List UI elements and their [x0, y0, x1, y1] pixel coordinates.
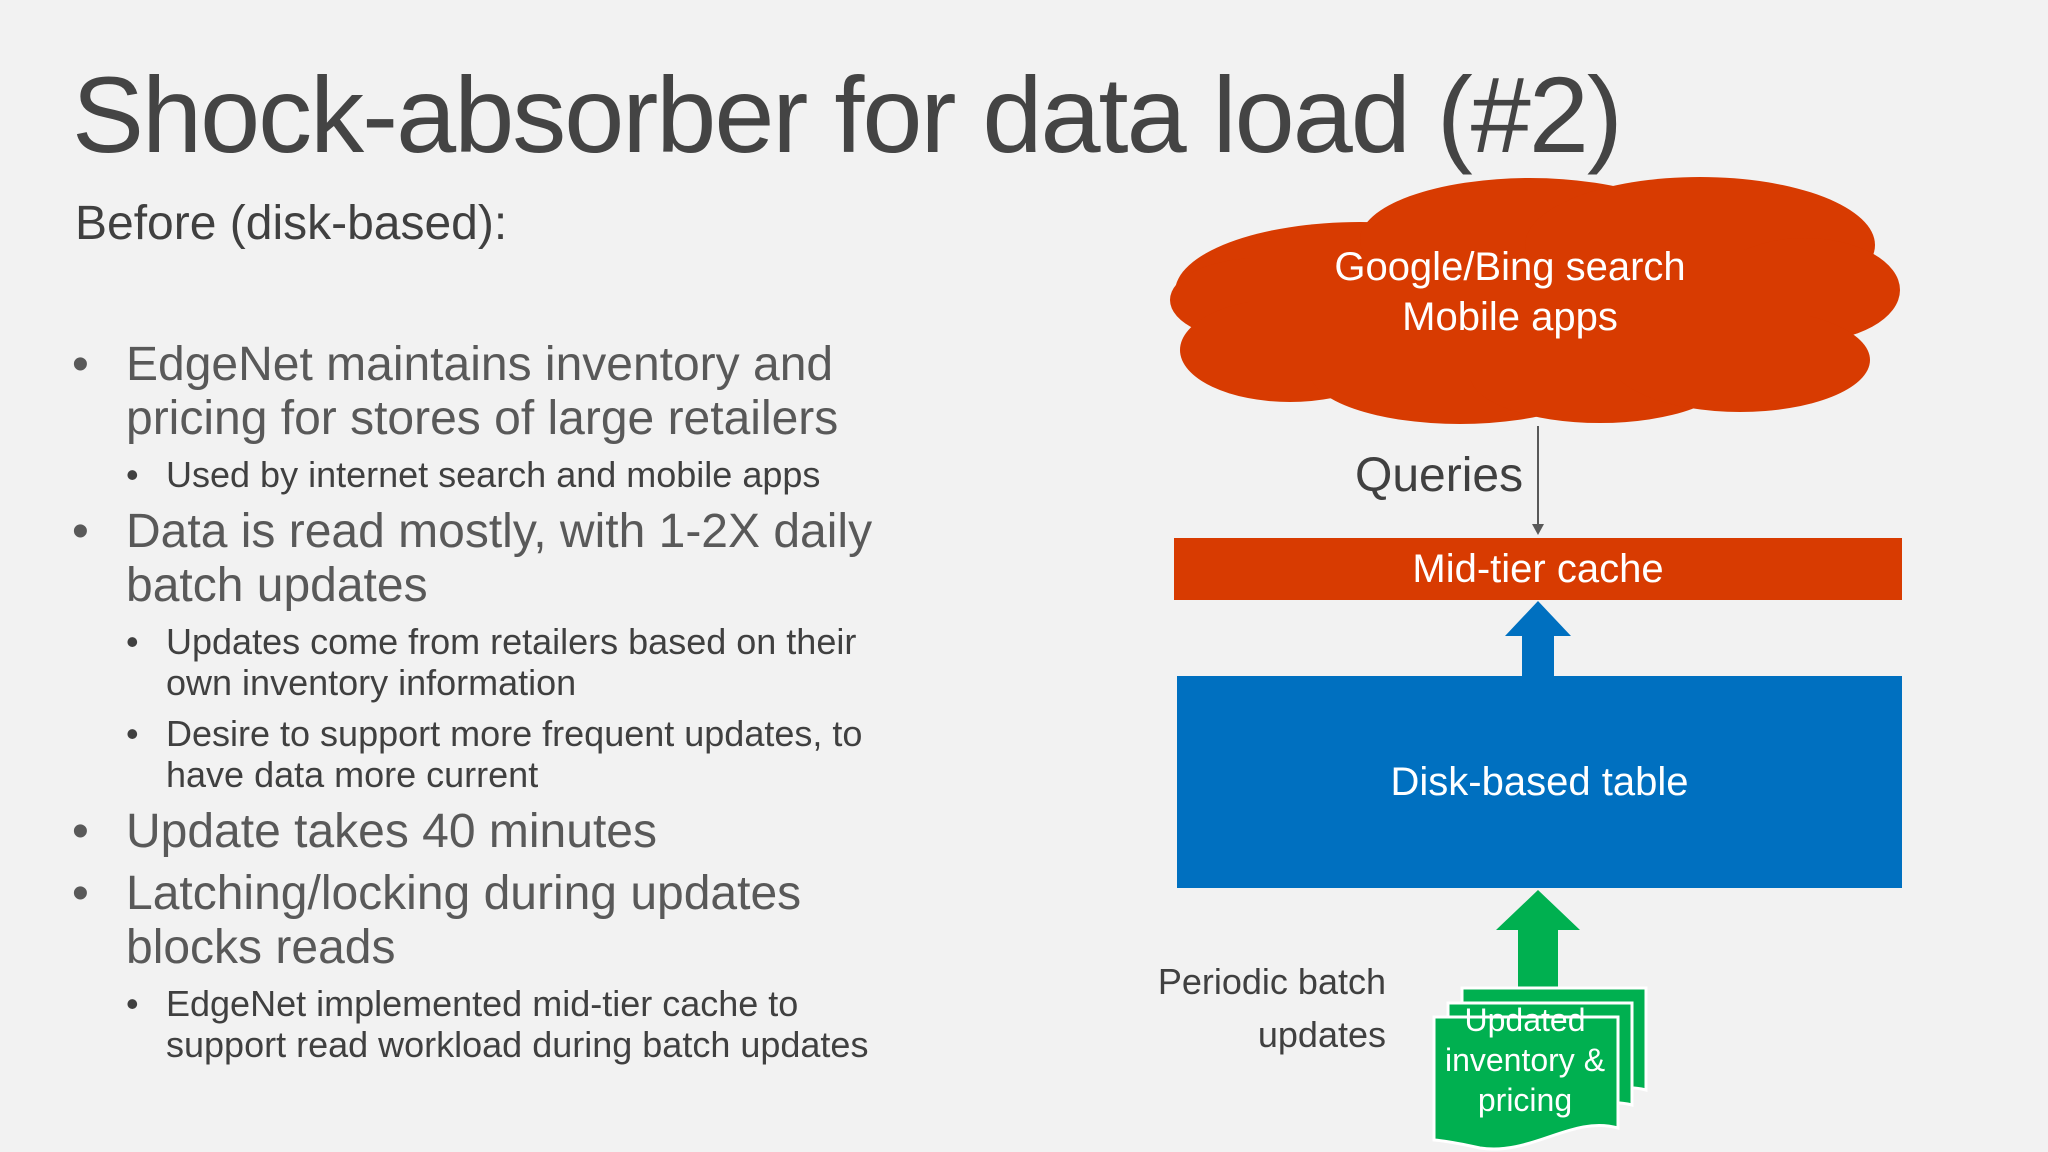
bullet-2-sub-1-text: Updates come from retailers based on the… [166, 621, 857, 703]
documents-label-line-3: pricing [1477, 1082, 1573, 1118]
queries-label: Queries [1355, 449, 1524, 502]
blue-up-arrow-icon [1505, 601, 1571, 676]
bullet-1-sub-1-text: Used by internet search and mobile apps [166, 454, 821, 495]
disk-based-table-box: Disk-based table [1177, 676, 1902, 888]
bullet-2-text: Data is read mostly, with 1-2X daily bat… [126, 505, 873, 612]
bullet-dot: • [126, 713, 139, 754]
cloud-label-line-1: Google/Bing search [1334, 245, 1686, 289]
bullet-2-sub-1: • Updates come from retailers based on t… [60, 621, 920, 703]
slide-title: Shock-absorber for data load (#2) [72, 54, 1623, 175]
disk-based-table-label: Disk-based table [1390, 759, 1689, 804]
bullet-4: • Latching/locking during updates blocks… [60, 867, 920, 975]
bullet-dot: • [72, 805, 89, 858]
query-arrowhead-icon [1532, 524, 1544, 535]
cloud-label-line-2: Mobile apps [1402, 295, 1618, 339]
periodic-batch-line-1: Periodic batch [1157, 961, 1386, 1002]
bullet-4-sub-1: • EdgeNet implemented mid-tier cache to … [60, 983, 920, 1065]
bullet-dot: • [72, 505, 89, 558]
bullet-3-text: Update takes 40 minutes [126, 805, 657, 858]
bullet-4-sub-1-text: EdgeNet implemented mid-tier cache to su… [166, 983, 869, 1065]
bullet-dot: • [72, 338, 89, 391]
subtitle: Before (disk-based): [75, 197, 508, 250]
bullet-4-text: Latching/locking during updates blocks r… [126, 867, 802, 974]
green-up-arrow-icon [1496, 890, 1580, 988]
bullet-dot: • [126, 621, 139, 662]
documents-label-line-1: Updated [1464, 1002, 1586, 1038]
cloud-shape [1170, 177, 1900, 424]
bullet-1: • EdgeNet maintains inventory and pricin… [60, 338, 920, 446]
periodic-batch-line-2: updates [1257, 1014, 1386, 1055]
mid-tier-cache-box: Mid-tier cache [1174, 538, 1902, 600]
bullet-dot: • [72, 867, 89, 920]
bullet-2-sub-2-text: Desire to support more frequent updates,… [166, 713, 863, 795]
cloud-label: Google/Bing search Mobile apps [1230, 242, 1790, 342]
periodic-batch-label: Periodic batch updates [1130, 955, 1386, 1061]
mid-tier-cache-label: Mid-tier cache [1412, 546, 1664, 591]
bullet-dot: • [126, 983, 139, 1024]
bullet-2-sub-2: • Desire to support more frequent update… [60, 713, 920, 795]
bullet-2: • Data is read mostly, with 1-2X daily b… [60, 505, 920, 613]
bullet-1-sub-1: • Used by internet search and mobile app… [60, 454, 920, 495]
bullet-3: • Update takes 40 minutes [60, 805, 920, 859]
bullet-dot: • [126, 454, 139, 495]
documents-label: Updated inventory & pricing [1420, 1000, 1630, 1120]
bullet-1-text: EdgeNet maintains inventory and pricing … [126, 338, 839, 445]
documents-label-line-2: inventory & [1444, 1042, 1606, 1078]
bullet-list: • EdgeNet maintains inventory and pricin… [60, 338, 920, 1075]
documents-icon [1432, 986, 1648, 1151]
